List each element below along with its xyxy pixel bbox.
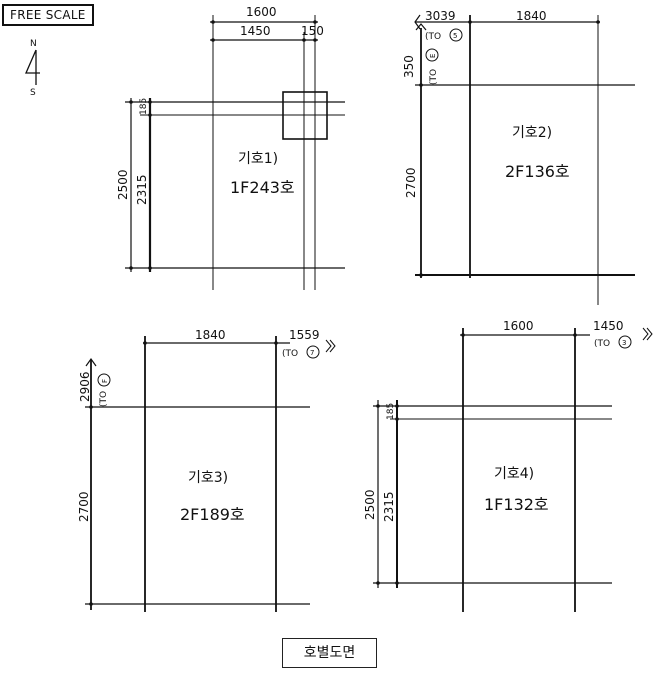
plan-3-top-main: 1840 — [195, 328, 226, 342]
plan-2-top-ref-circle: 5 — [453, 32, 457, 40]
plan-3-unit: 2F189호 — [180, 505, 245, 524]
plan-1-left-inner: 2315 — [135, 174, 149, 205]
plan-4-left-inner: 2315 — [382, 491, 396, 522]
compass-icon: N S — [25, 39, 40, 98]
plan-2 — [414, 14, 635, 305]
plan-3-left-top-circle: F — [101, 379, 109, 383]
plan-2-left-top: 350 — [402, 55, 416, 78]
plan-2-unit: 2F136호 — [505, 162, 570, 181]
plan-4-top-ref: 1450 — [593, 319, 624, 333]
plan-3-top-ref: 1559 — [289, 328, 320, 342]
plan-1-left-outer: 2500 — [116, 169, 130, 200]
plan-4-top-main: 1600 — [503, 319, 534, 333]
plan-3-top-ref-note: (TO — [282, 349, 298, 359]
plan-2-top-ref-note: (TO — [425, 32, 441, 42]
plan-2-top-right: 1840 — [516, 9, 547, 23]
plan-4 — [373, 327, 653, 612]
plan-4-left-outer: 2500 — [363, 489, 377, 520]
plan-4-left-top: 185 — [386, 403, 396, 420]
plan-1-unit: 1F243호 — [230, 178, 295, 197]
plan-1 — [125, 15, 345, 290]
compass-south: S — [30, 88, 36, 98]
plan-3-left-top-note: (TO — [99, 391, 109, 407]
plan-1-ticks — [129, 20, 317, 270]
plan-3 — [85, 336, 336, 612]
plan-2-left-main: 2700 — [404, 167, 418, 198]
plan-4-top-ref-note: (TO — [594, 339, 610, 349]
plan-2-top-ref: 3039 — [425, 9, 456, 23]
plan-3-label: 기호3) — [188, 470, 228, 486]
plan-4-label: 기호4) — [494, 466, 534, 482]
scale-label: FREE SCALE — [2, 4, 94, 26]
plan-4-unit: 1F132호 — [484, 495, 549, 514]
compass-north: N — [30, 39, 37, 49]
plan-3-left-top: 2906 — [78, 371, 92, 402]
plan-1-left-top: 185 — [139, 98, 149, 115]
plan-3-top-ref-circle: 7 — [310, 349, 314, 357]
plan-2-label: 기호2) — [512, 125, 552, 141]
plan-3-left-main: 2700 — [77, 491, 91, 522]
plan-1-label: 기호1) — [238, 151, 278, 167]
plan-4-top-ref-circle: 3 — [622, 339, 626, 347]
plan-2-left-top-note: (TO — [429, 69, 439, 85]
drawing-caption: 호별도면 — [282, 638, 377, 668]
plan-1-top-right: 150 — [301, 24, 324, 38]
plan-2-left-top-circle: E — [429, 54, 437, 58]
plan-1-top-total: 1600 — [246, 5, 277, 19]
plan-1-top-left: 1450 — [240, 24, 271, 38]
